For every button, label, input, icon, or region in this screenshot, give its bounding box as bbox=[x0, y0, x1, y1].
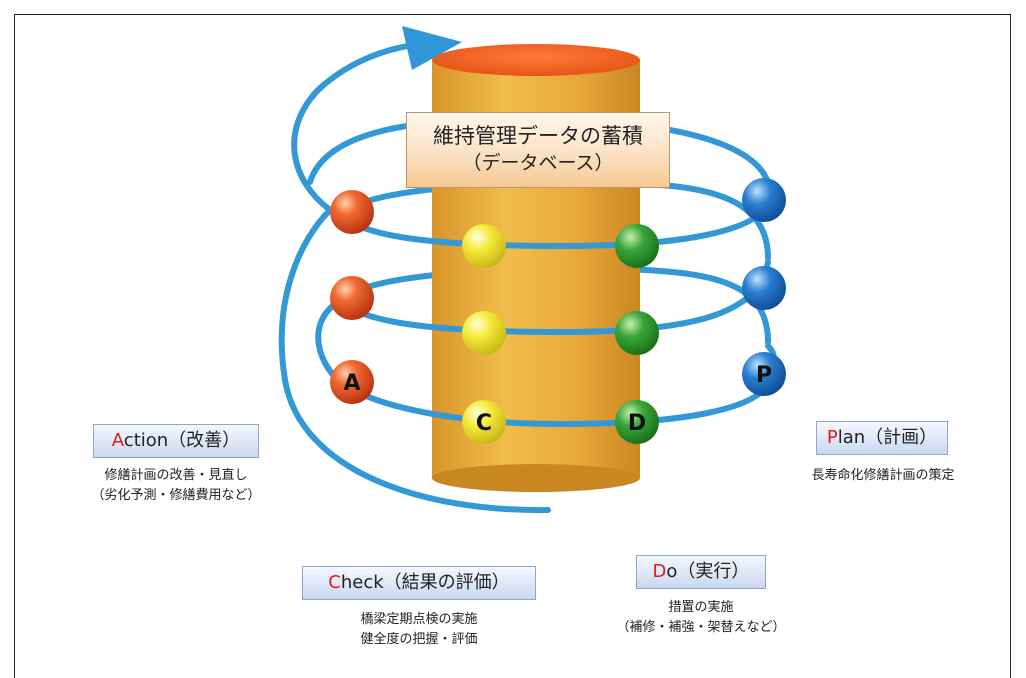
action-ball-labeled bbox=[330, 360, 374, 404]
action-initial: A bbox=[111, 430, 124, 451]
ball-letter-d: D bbox=[628, 411, 646, 436]
do-initial: D bbox=[652, 561, 667, 582]
action-ball bbox=[330, 276, 374, 320]
do-description: 措置の実施 （補修・補強・架替えなど） bbox=[586, 598, 816, 638]
check-desc-line-2: 健全度の把握・評価 bbox=[360, 632, 478, 647]
plan-ball bbox=[742, 178, 786, 222]
plan-description: 長寿命化修繕計画の策定 bbox=[792, 466, 974, 486]
plan-desc-line-1: 長寿命化修繕計画の策定 bbox=[811, 468, 955, 483]
do-ball bbox=[615, 311, 659, 355]
check-initial: C bbox=[328, 572, 341, 593]
plan-initial: P bbox=[826, 427, 838, 448]
action-label-rest: ction（改善） bbox=[123, 430, 241, 451]
action-desc-line-1: 修繕計画の改善・見直し bbox=[104, 468, 248, 483]
action-desc-line-2: （劣化予測・修繕費用など） bbox=[91, 488, 261, 503]
spiral-arrowhead-icon bbox=[402, 26, 462, 70]
check-ball-labeled bbox=[462, 400, 506, 444]
check-description: 橋梁定期点検の実施 健全度の把握・評価 bbox=[322, 610, 516, 650]
spiral-front bbox=[278, 42, 777, 514]
action-phase-label: Action（改善） bbox=[93, 424, 259, 458]
check-label-rest: heck（結果の評価） bbox=[340, 572, 510, 593]
ball-letter-a: A bbox=[343, 371, 360, 396]
plan-ball-labeled bbox=[742, 352, 786, 396]
database-title: 維持管理データの蓄積 bbox=[433, 124, 643, 148]
do-label-rest: o（実行） bbox=[666, 561, 750, 582]
do-ball bbox=[615, 224, 659, 268]
check-ball bbox=[462, 311, 506, 355]
ball-letter-c: C bbox=[476, 411, 492, 436]
database-subtitle: （データベース） bbox=[462, 152, 614, 174]
do-desc-line-2: （補修・補強・架替えなど） bbox=[616, 620, 786, 635]
check-phase-label: Check（結果の評価） bbox=[302, 566, 536, 600]
check-ball bbox=[462, 224, 506, 268]
check-desc-line-1: 橋梁定期点検の実施 bbox=[360, 612, 478, 627]
ball-letter-p: P bbox=[756, 363, 772, 388]
action-description: 修繕計画の改善・見直し （劣化予測・修繕費用など） bbox=[68, 466, 284, 506]
do-ball-labeled bbox=[615, 400, 659, 444]
do-phase-label: Do（実行） bbox=[636, 555, 766, 589]
do-desc-line-1: 措置の実施 bbox=[668, 600, 734, 615]
plan-ball bbox=[742, 266, 786, 310]
action-ball bbox=[330, 190, 374, 234]
plan-phase-label: Plan（計画） bbox=[816, 421, 948, 455]
database-title-box: 維持管理データの蓄積 （データベース） bbox=[406, 112, 670, 188]
plan-label-rest: lan（計画） bbox=[837, 427, 938, 448]
